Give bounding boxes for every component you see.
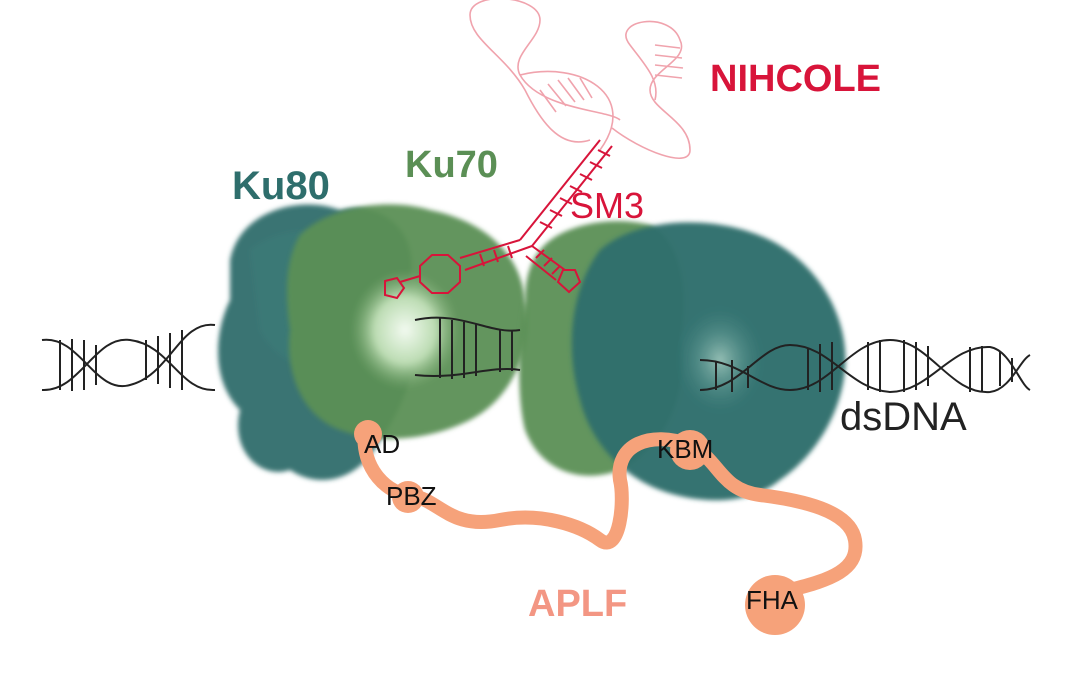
sm3-label: SM3 (570, 185, 645, 226)
kbm-label: KBM (657, 434, 714, 464)
aplf-label: APLF (528, 583, 628, 625)
nihcole-label: NIHCOLE (710, 58, 881, 100)
pbz-domain-blob (392, 481, 424, 513)
ku70-protein-left (287, 204, 528, 439)
ku80-label: Ku80 (232, 164, 330, 208)
pbz-label: PBZ (386, 481, 437, 511)
dsdna-label: dsDNA (840, 395, 967, 439)
ad-domain-blob (354, 420, 382, 448)
sm3-rna-structure (384, 139, 613, 300)
nihcole-rna-faint (469, 0, 691, 160)
dna-helix-left (41, 323, 216, 392)
fha-label: FHA (746, 585, 798, 615)
dna-helix-center (414, 316, 521, 379)
dna-helix-right (699, 338, 1031, 394)
aplf-chain (357, 423, 863, 622)
ku70-label: Ku70 (405, 144, 498, 186)
aplf-domains (354, 420, 805, 635)
kbm-domain-blob (670, 430, 710, 470)
ad-label: AD (364, 429, 401, 459)
fha-domain-blob (745, 575, 805, 635)
